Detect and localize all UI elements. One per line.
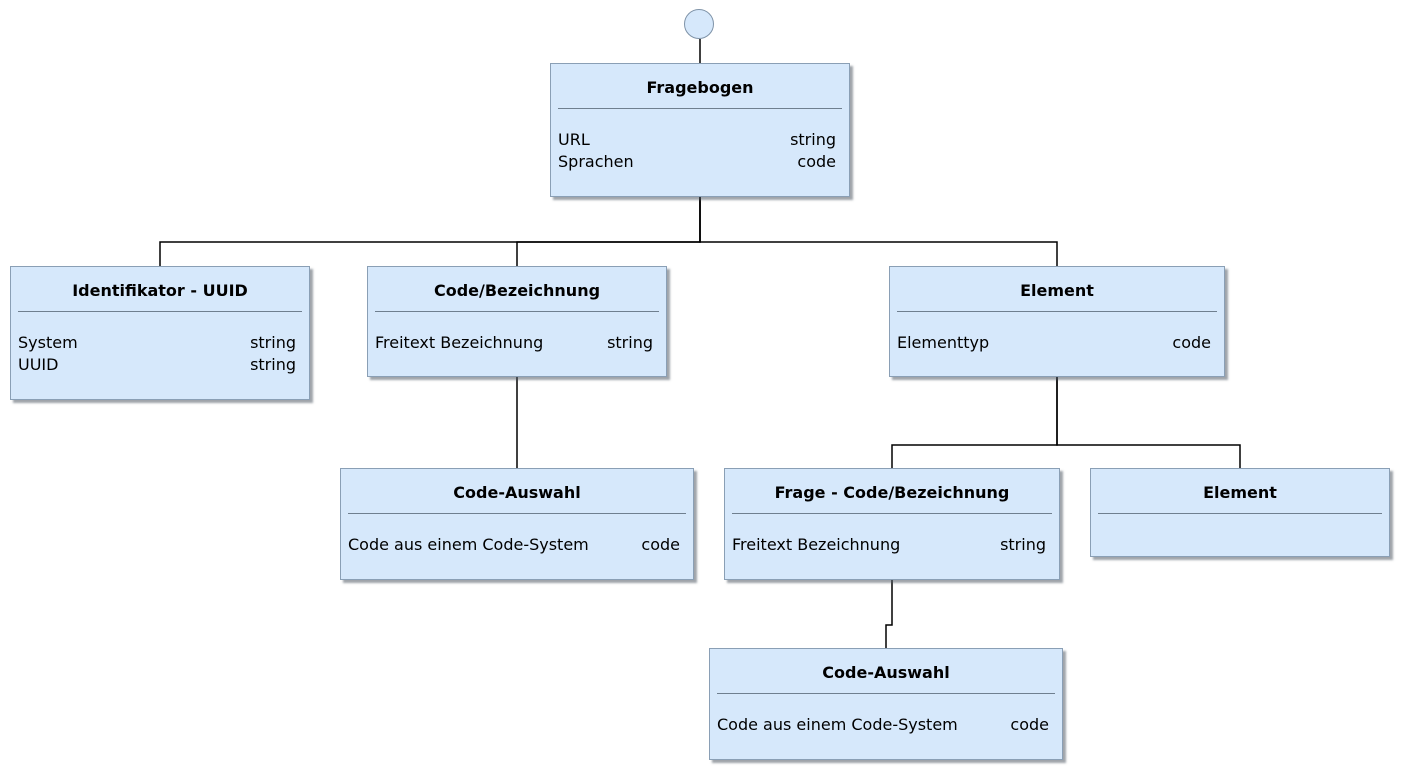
attribute-name: System	[18, 333, 78, 352]
connector-fragebogen-to-code-bezeichnung	[516, 197, 701, 266]
attribute-list: Code aus einem Code-System code	[348, 534, 680, 556]
attribute-type: string	[607, 333, 653, 352]
class-divider	[732, 513, 1052, 514]
class-divider	[348, 513, 686, 514]
attribute-row: Freitext Bezeichnung string	[732, 534, 1046, 556]
class-box-code-bezeichnung[interactable]: Code/Bezeichnung Freitext Bezeichnung st…	[367, 266, 667, 377]
connector-frage-to-code-auswahl	[885, 580, 893, 648]
attribute-type: code	[797, 152, 836, 171]
class-box-element[interactable]: Element Elementtyp code	[889, 266, 1225, 377]
class-box-identifikator-uuid[interactable]: Identifikator - UUID System string UUID …	[10, 266, 310, 400]
attribute-type: string	[250, 355, 296, 374]
class-box-element-child[interactable]: Element	[1090, 468, 1390, 557]
attribute-type: string	[1000, 535, 1046, 554]
class-divider	[1098, 513, 1382, 514]
class-title: Fragebogen	[646, 78, 754, 97]
attribute-row: Sprachen code	[558, 151, 836, 173]
class-divider	[717, 693, 1055, 694]
connector-fragebogen-to-identifikator	[159, 197, 701, 266]
attribute-type: string	[250, 333, 296, 352]
attribute-row: Code aus einem Code-System code	[717, 714, 1049, 736]
class-box-code-auswahl-frage[interactable]: Code-Auswahl Code aus einem Code-System …	[709, 648, 1063, 760]
class-divider	[18, 311, 302, 312]
attribute-type: string	[790, 130, 836, 149]
attribute-name: Elementtyp	[897, 333, 990, 352]
attribute-list: URL string Sprachen code	[558, 129, 836, 173]
attribute-name: Code aus einem Code-System	[348, 535, 589, 554]
connector-element-to-element-child	[1056, 377, 1241, 468]
class-title: Identifikator - UUID	[72, 281, 248, 300]
class-title: Code-Auswahl	[453, 483, 581, 502]
attribute-name: UUID	[18, 355, 59, 374]
class-box-code-auswahl[interactable]: Code-Auswahl Code aus einem Code-System …	[340, 468, 694, 580]
class-divider	[558, 108, 842, 109]
class-title: Element	[1020, 281, 1094, 300]
attribute-row: URL string	[558, 129, 836, 151]
attribute-list: Elementtyp code	[897, 332, 1211, 354]
attribute-name: Code aus einem Code-System	[717, 715, 958, 734]
attribute-list: Freitext Bezeichnung string	[375, 332, 653, 354]
attribute-row: Freitext Bezeichnung string	[375, 332, 653, 354]
attribute-row: Elementtyp code	[897, 332, 1211, 354]
attribute-type: code	[1172, 333, 1211, 352]
attribute-type: code	[641, 535, 680, 554]
attribute-name: Freitext Bezeichnung	[732, 535, 901, 554]
class-box-fragebogen[interactable]: Fragebogen URL string Sprachen code	[550, 63, 850, 197]
connector-element-to-frage	[891, 377, 1058, 468]
attribute-name: Sprachen	[558, 152, 634, 171]
attribute-row: System string	[18, 332, 296, 354]
attribute-list: Freitext Bezeichnung string	[732, 534, 1046, 556]
start-node-circle	[684, 9, 714, 39]
attribute-name: Freitext Bezeichnung	[375, 333, 544, 352]
class-box-frage-code-bezeichnung[interactable]: Frage - Code/Bezeichnung Freitext Bezeic…	[724, 468, 1060, 580]
connector-fragebogen-to-element	[699, 197, 1058, 266]
attribute-row: UUID string	[18, 354, 296, 376]
attribute-type: code	[1010, 715, 1049, 734]
attribute-list: System string UUID string	[18, 332, 296, 376]
class-divider	[375, 311, 659, 312]
class-title: Code-Auswahl	[822, 663, 950, 682]
attribute-name: URL	[558, 130, 590, 149]
class-title: Code/Bezeichnung	[433, 281, 601, 300]
attribute-row: Code aus einem Code-System code	[348, 534, 680, 556]
class-title: Frage - Code/Bezeichnung	[774, 483, 1010, 502]
class-divider	[897, 311, 1217, 312]
attribute-list: Code aus einem Code-System code	[717, 714, 1049, 736]
class-title: Element	[1203, 483, 1277, 502]
